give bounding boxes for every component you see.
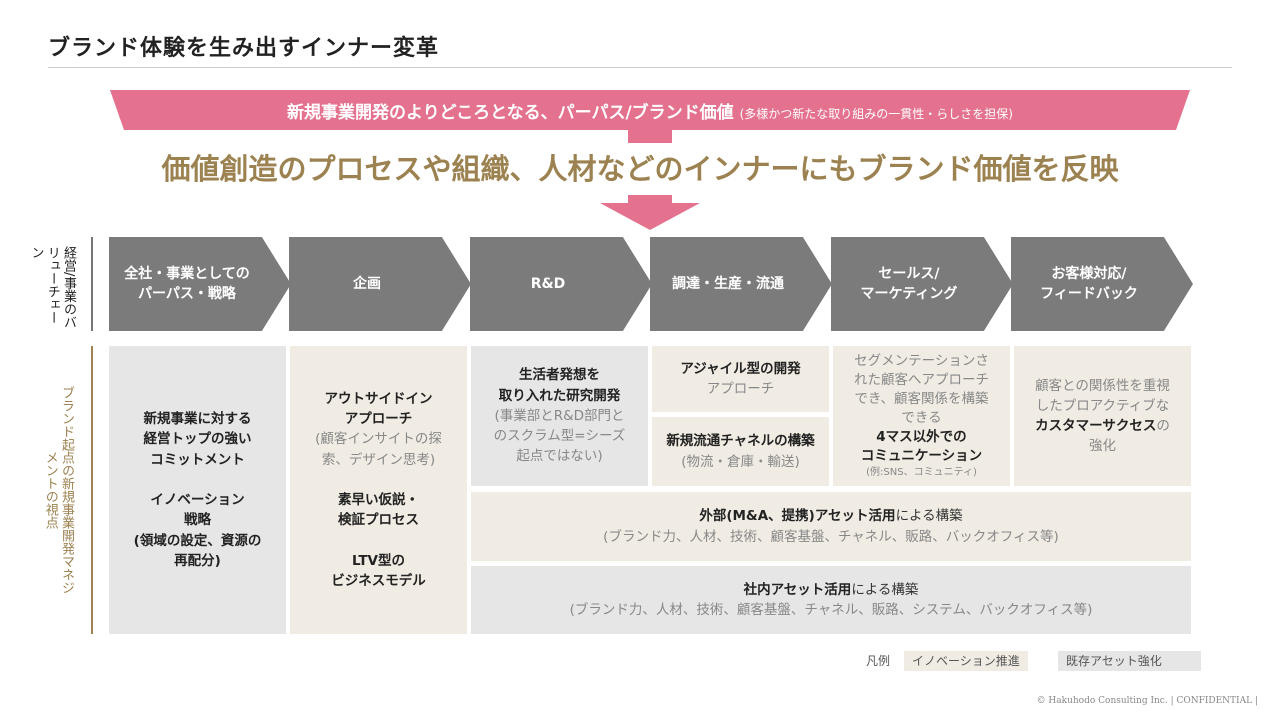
cell-text: 4マス以外での コミュニケーション [860, 428, 983, 464]
cell-strategy: 新規事業に対する 経営トップの強い コミットメント イノベーション 戦略 (領域… [109, 346, 286, 634]
cell-text: (領域の設定、資源の 再配分) [133, 532, 262, 569]
chain-step-strategy: 全社・事業としての パーパス・戦略 [109, 237, 291, 331]
cell-text: アプローチ [706, 381, 775, 397]
cell-support: 顧客との関係性を重視 したプロアクティブな カスタマーサクセスの 強化 [1014, 346, 1191, 486]
cell-text: アジャイル型の開発 [680, 360, 801, 377]
down-arrow-icon [600, 195, 700, 230]
divider [91, 346, 93, 634]
banner-sub-text: (多様かつ新たな取り組みの一貫性・らしさを担保) [739, 107, 1013, 121]
cell-text: (顧客インサイトの探 索、デザイン思考) [315, 431, 442, 468]
cell-text: 顧客との関係性を重視 したプロアクティブな [1035, 377, 1170, 414]
cell-text: イノベーション 戦略 [150, 492, 245, 529]
cell-text-line: 外部(M&A、提携)アセット活用による構築 [699, 506, 962, 526]
title-divider [48, 67, 1232, 68]
cell-text: 社内アセット活用 [743, 581, 852, 598]
cell-text-line: 社内アセット活用による構築 [744, 580, 919, 600]
cell-text: セグメンテーションさ れた顧客へアプローチ でき、顧客関係を構築 できる [854, 353, 989, 426]
cell-text: (ブランド力、人材、技術、顧客基盤、チャネル、販路、システム、バックオフィス等) [569, 602, 1093, 618]
chain-step-sales: セールス/ マーケティング [831, 237, 1013, 331]
chain-step-planning: 企画 [289, 237, 471, 331]
chain-step-support: お客様対応/ フィードバック [1011, 237, 1193, 331]
cell-text: 新規事業に対する 経営トップの強い コミットメント [143, 411, 252, 468]
cell-sales: セグメンテーションさ れた顧客へアプローチ でき、顧客関係を構築 できる 4マス… [833, 346, 1010, 486]
cell-text: 生活者発想を 取り入れた研究開発 [498, 367, 621, 404]
cell-text: LTV型の ビジネスモデル [331, 552, 426, 589]
value-chain-label: 経営/事業のバリューチェーン [28, 246, 77, 329]
cell-text: カスタマーサクセス [1035, 418, 1157, 434]
cell-text: 新規流通チャネルの構築 [666, 433, 815, 450]
cell-rnd: 生活者発想を 取り入れた研究開発 (事業部とR&D部門と のスクラム型=シーズ … [471, 346, 648, 486]
cell-channel: 新規流通チャネルの構築 (物流・倉庫・輸送) [652, 417, 829, 486]
page-title: ブランド体験を生み出すインナー変革 [48, 36, 440, 61]
cell-text: 素早い仮説・ 検証プロセス [338, 492, 419, 529]
cell-text: アウトサイドイン アプローチ [324, 390, 433, 427]
banner-main-text: 新規事業開発のよりどころとなる、パーパス/ブランド価値 [287, 103, 734, 123]
banner-shapes [110, 90, 1190, 230]
cell-text: (例:SNS、コミュニティ) [866, 466, 977, 478]
legend-innovation: イノベーション推進 [904, 651, 1028, 671]
banner-ribbon [110, 90, 1190, 143]
banner-text: 新規事業開発のよりどころとなる、パーパス/ブランド価値 (多様かつ新たな取り組み… [110, 98, 1190, 123]
footer-copyright: © Hakuhodo Consulting Inc. | CONFIDENTIA… [1036, 696, 1258, 706]
cell-planning: アウトサイドイン アプローチ (顧客インサイトの探 索、デザイン思考) 素早い仮… [290, 346, 467, 634]
headline: 価値創造のプロセスや組織、人材などのインナーにもブランド価値を反映 [161, 152, 1119, 186]
cell-internal-assets: 社内アセット活用による構築 (ブランド力、人材、技術、顧客基盤、チャネル、販路、… [471, 566, 1191, 634]
cell-text: の 強化 [1088, 418, 1170, 455]
brand-view-label: ブランド起点の新規事業開発マネジメントの視点 [42, 386, 74, 594]
legend-existing: 既存アセット強化 [1058, 651, 1201, 671]
cell-text: (事業部とR&D部門と のスクラム型=シーズ 起点ではない) [493, 407, 626, 465]
cell-text: (物流・倉庫・輸送) [681, 453, 800, 470]
cell-text: による構築 [851, 581, 919, 598]
cell-external-assets: 外部(M&A、提携)アセット活用による構築 (ブランド力、人材、技術、顧客基盤、… [471, 492, 1191, 561]
legend-label: 凡例 [866, 654, 891, 668]
cell-text: (ブランド力、人材、技術、顧客基盤、チャネル、販路、バックオフィス等) [603, 528, 1059, 545]
cell-text-line: カスタマーサクセスの 強化 [1035, 416, 1170, 457]
divider [91, 237, 93, 331]
cell-text: による構築 [895, 508, 963, 525]
chain-step-procurement: 調達・生産・流通 [650, 237, 832, 331]
cell-agile: アジャイル型の開発 アプローチ [652, 346, 829, 412]
cell-text: 外部(M&A、提携)アセット活用 [699, 508, 896, 525]
chain-step-rnd: R&D [470, 237, 652, 331]
